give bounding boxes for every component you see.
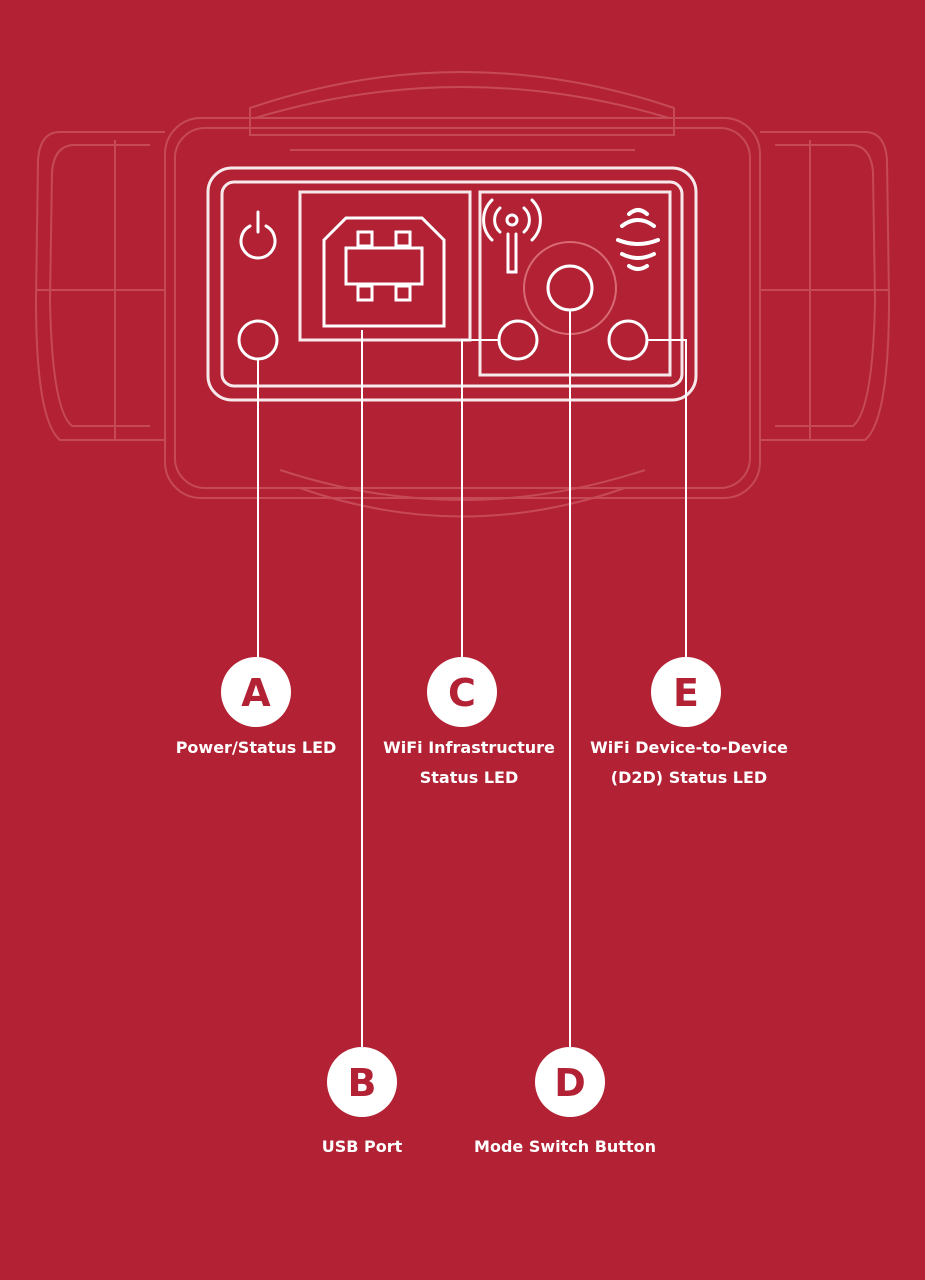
caption-a: Power/Status LED: [156, 733, 356, 763]
marker-b: B: [327, 1047, 397, 1117]
caption-e-line-1: WiFi Device-to-Device: [590, 738, 788, 757]
callout-lines: [257, 310, 687, 1048]
marker-e-letter: E: [673, 671, 699, 715]
device-outline: [34, 71, 891, 518]
caption-d-line: Mode Switch Button: [474, 1137, 656, 1156]
caption-e-line-2: (D2D) Status LED: [610, 768, 768, 787]
marker-c-disc: [427, 657, 497, 727]
caption-c: WiFi Infrastructure Status LED: [364, 733, 574, 793]
leader-line-c: [461, 339, 499, 658]
caption-c-line-1: WiFi Infrastructure: [383, 738, 555, 757]
marker-b-letter: B: [348, 1061, 377, 1105]
marker-a: A: [221, 657, 291, 727]
usb-b-icon: [322, 216, 446, 328]
d2d-signal-icon: [616, 208, 660, 271]
marker-e-disc: [651, 657, 721, 727]
marker-c-letter: C: [448, 671, 476, 715]
marker-d-letter: D: [554, 1061, 586, 1105]
power-icon: [239, 210, 277, 260]
leader-line-e: [647, 339, 687, 658]
caption-c-line-2: Status LED: [419, 768, 519, 787]
marker-d-disc: [535, 1047, 605, 1117]
wifi-antenna-icon: [482, 198, 542, 274]
power-status-led: [237, 319, 279, 361]
marker-e: E: [651, 657, 721, 727]
marker-b-disc: [327, 1047, 397, 1117]
marker-d: D: [535, 1047, 605, 1117]
caption-b: USB Port: [282, 1132, 442, 1162]
marker-a-disc: [221, 657, 291, 727]
caption-a-line: Power/Status LED: [175, 738, 337, 757]
caption-b-line: USB Port: [321, 1137, 403, 1156]
marker-a-letter: A: [241, 671, 271, 715]
caption-d: Mode Switch Button: [450, 1132, 680, 1162]
caption-e: WiFi Device-to-Device (D2D) Status LED: [574, 733, 804, 793]
marker-c: C: [427, 657, 497, 727]
